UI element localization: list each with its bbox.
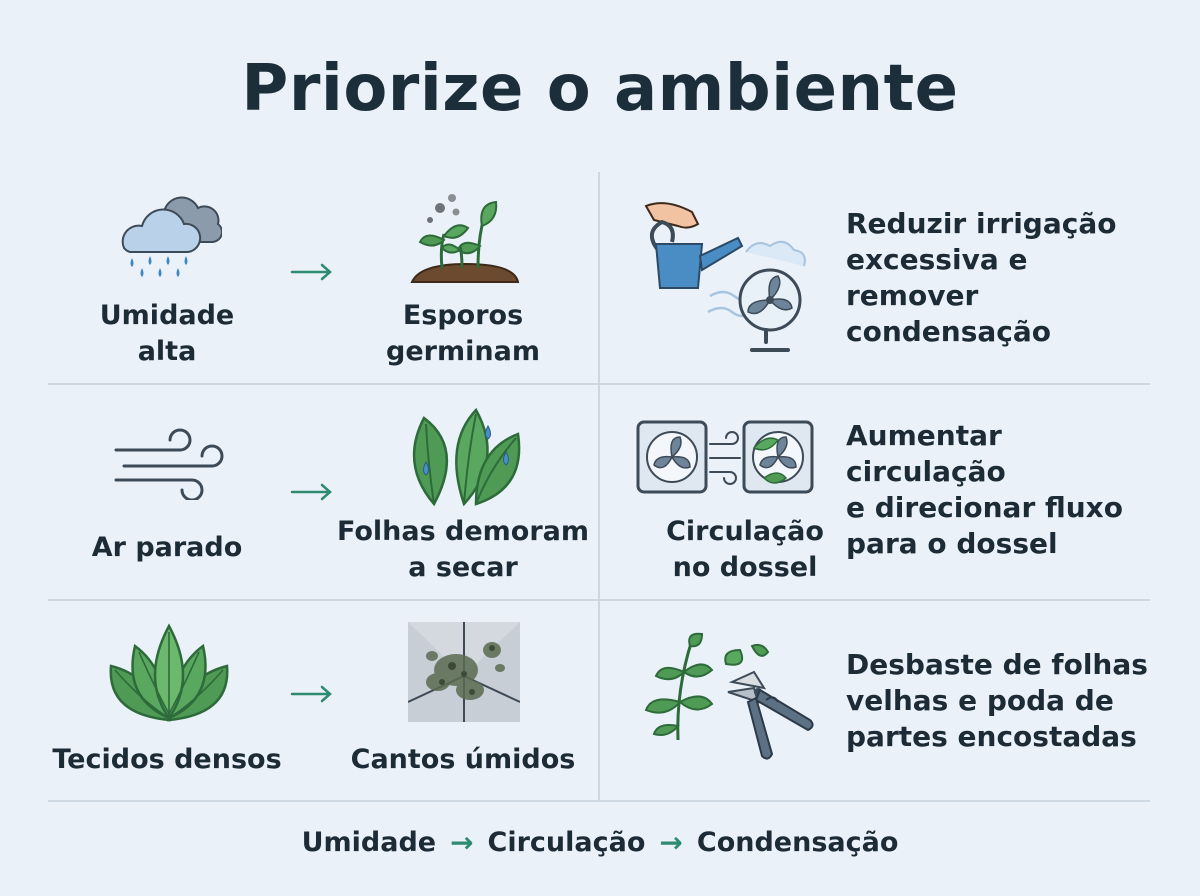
footer-summary: Umidade → Circulação → Condensação bbox=[0, 826, 1200, 859]
fan-icon bbox=[706, 236, 812, 356]
action-text-3: Desbaste de folhas velhas e poda de part… bbox=[846, 648, 1148, 753]
effect-label-2: Folhas demoram a secar bbox=[336, 516, 590, 583]
cause-label-3: Tecidos densos bbox=[52, 744, 282, 775]
arrow-icon bbox=[290, 684, 336, 708]
column-divider bbox=[598, 172, 600, 800]
footer-item: Circulação bbox=[487, 827, 646, 858]
cause-label-2: Ar parado bbox=[91, 532, 243, 563]
still-air-icon bbox=[114, 428, 224, 502]
action-text-2: Aumentar circulação e direcionar fluxo p… bbox=[846, 419, 1123, 560]
dense-foliage-icon bbox=[106, 622, 232, 726]
watering-can-icon bbox=[636, 196, 746, 316]
cause-label-1: Umidade alta bbox=[99, 300, 235, 367]
row-divider-3 bbox=[48, 800, 1150, 802]
footer-item: Condensação bbox=[696, 827, 899, 858]
rain-cloud-icon bbox=[112, 190, 223, 280]
solution-label-2: Circulação no dossel bbox=[666, 516, 824, 583]
effect-label-3: Cantos úmidos bbox=[350, 744, 576, 775]
action-text-1: Reduzir irrigação excessiva e remover co… bbox=[846, 207, 1117, 348]
moldy-corner-icon bbox=[407, 622, 521, 722]
footer-arrow-icon: → bbox=[659, 826, 683, 859]
wet-leaves-icon bbox=[404, 404, 524, 512]
page-title: Priorize o ambiente bbox=[241, 52, 959, 126]
exhaust-fans-icon bbox=[636, 418, 814, 496]
footer-item: Umidade bbox=[301, 827, 437, 858]
arrow-icon bbox=[290, 262, 336, 286]
effect-label-1: Esporos germinam bbox=[386, 300, 540, 367]
plant-branch-icon bbox=[636, 632, 720, 742]
footer-arrow-icon: → bbox=[450, 826, 474, 859]
arrow-icon bbox=[290, 482, 336, 506]
sprouting-spores-icon bbox=[408, 190, 522, 286]
pruning-shears-icon bbox=[706, 642, 818, 762]
